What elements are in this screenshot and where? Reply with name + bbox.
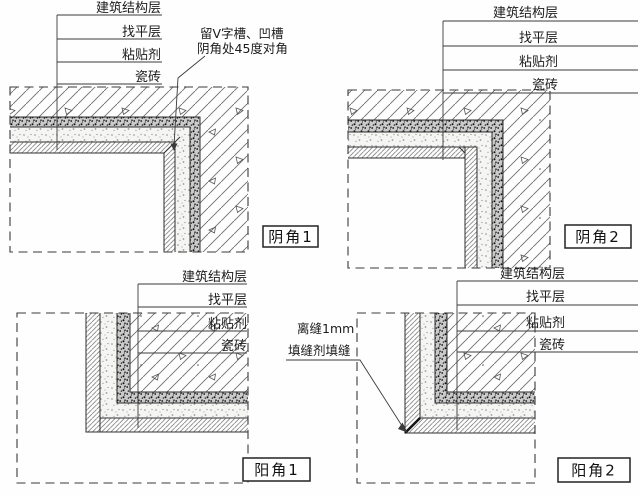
adhesive-layer-region [348,132,492,268]
tile-horizontal-region [348,147,465,158]
layer-label-adhesive: 粘贴剂 [519,55,558,70]
title-yinjiao1: 阴角1 [268,228,314,246]
layer-label-adhesive: 粘贴剂 [122,48,161,63]
tile-outer-boundary [85,313,248,433]
title-yangjiao2: 阳角2 [571,462,617,480]
layer-label-structure: 建筑结构层 [500,266,565,282]
label-underlines [443,20,638,94]
layer-label-tile: 瓷砖 [135,70,161,85]
tile-vertical-region [465,147,477,268]
tile-layer-region [86,313,248,432]
structure-aggregate-marks [447,313,535,392]
panel-yinjiao1: 建筑结构层 找平层 粘贴剂 瓷砖 留V字槽、凹槽 阴角处45度对角 阴角1 [9,0,319,253]
v-groove-note-leader [173,55,206,147]
adhesive-layer-region [420,313,535,418]
tile-horizontal-region [405,418,535,433]
section-cut-border [9,86,249,253]
structure-boundary [446,313,535,393]
structure-boundary [348,119,504,268]
butt-joint-line [458,146,466,158]
structure-boundary [10,116,201,252]
tile-vertical-region [405,313,420,433]
leveling-boundary [10,126,191,252]
section-cut-border [16,312,249,484]
grout-note-leader [286,359,405,430]
structure-aggregate-marks [130,313,248,392]
label-underlines [138,283,247,354]
layer-label-structure: 建筑结构层 [182,269,247,285]
label-underlines [57,14,162,85]
layer-label-adhesive: 粘贴剂 [526,316,565,331]
adhesive-boundary [348,146,478,268]
title-box-yinjiao1 [262,225,319,248]
title-yangjiao1: 阳角1 [254,461,300,479]
layer-label-structure: 建筑结构层 [493,5,558,21]
layer-label-leveling: 找平层 [208,293,247,308]
structure-aggregate-marks [348,90,550,268]
section-cut-border [347,89,551,269]
title-box-yangjiao1 [242,457,311,482]
layer-label-tile: 瓷砖 [539,338,565,353]
grout-joint-line [404,417,421,434]
adhesive-layer-region [10,127,190,252]
grout-note-line1: 离缝1mm [297,321,354,336]
layer-label-leveling: 找平层 [526,290,565,305]
panel-yinjiao2: 建筑结构层 找平层 粘贴剂 瓷砖 阴角2 [347,5,638,269]
leveling-boundary [348,131,493,268]
layer-label-structure: 建筑结构层 [96,0,161,16]
layer-label-adhesive: 粘贴剂 [208,317,247,332]
panel-yangjiao1: 建筑结构层 找平层 粘贴剂 瓷砖 阳角1 [16,269,311,484]
adhesive-layer-region [100,313,248,418]
grout-note-line2: 填缝剂填缝 [288,343,351,358]
title-box-yangjiao2 [557,457,631,483]
layer-label-tile: 瓷砖 [221,339,247,354]
section-cut-border [356,312,536,484]
leveling-layer-region [435,313,535,403]
label-underlines [457,280,638,353]
layer-label-leveling: 找平层 [519,31,558,46]
structure-boundary [129,313,248,393]
leveling-layer-region [117,313,248,403]
leveling-boundary [434,313,535,404]
grout-note-arrow [398,422,408,433]
v-groove-note-line2: 阴角处45度对角 [197,41,288,56]
title-yinjiao2: 阴角2 [575,228,621,246]
v-groove-note-arrow [170,143,178,151]
leveling-boundary [116,313,248,404]
title-box-yinjiao2 [564,224,632,249]
layer-label-tile: 瓷砖 [532,78,558,93]
v-groove-note-line1: 留V字槽、凹槽 [200,26,284,41]
panel-yangjiao2: 建筑结构层 找平层 粘贴剂 瓷砖 离缝1mm 填缝剂填缝 阳角2 [286,266,638,484]
layer-label-leveling: 找平层 [122,25,161,40]
